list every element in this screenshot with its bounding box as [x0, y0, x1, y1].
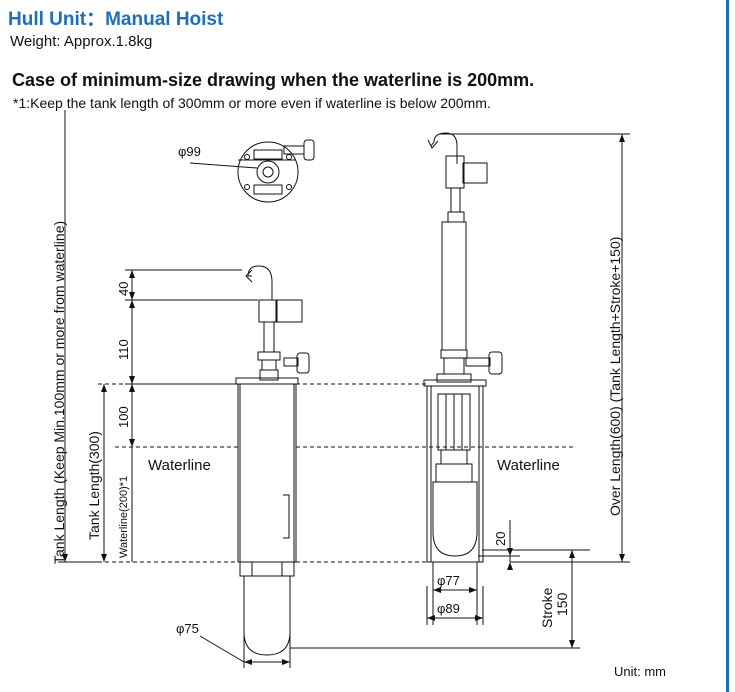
footnote-text: *1:Keep the tank length of 300mm or more… [13, 95, 491, 111]
weight-text: Weight: Approx.1.8kg [10, 33, 153, 50]
right-side-view [423, 132, 503, 563]
phi77-label: φ77 [437, 573, 460, 588]
tank-length-keep-label: Tank Length (Keep Min.100mm or more from… [51, 221, 67, 564]
left-side-view [235, 265, 310, 656]
waterline-label-left: Waterline [148, 457, 211, 474]
unit-label: Unit: mm [614, 664, 666, 679]
over-length-label: Over Length(600) (Tank Length+Stroke+150… [607, 237, 623, 516]
dim-20-label: 20 [493, 532, 508, 546]
phi75-label: φ75 [176, 621, 199, 636]
dimension-lines [58, 110, 630, 668]
top-view-flange [189, 139, 315, 203]
dim-100-label: 100 [116, 406, 131, 428]
waterline-200-label: Waterline(200)*1 [118, 476, 130, 558]
phi89-label: φ89 [437, 601, 460, 616]
dim-110-label: 110 [116, 339, 131, 360]
phi99-label: φ99 [178, 144, 201, 159]
dim-40-label: 40 [116, 282, 131, 296]
case-title: Case of minimum-size drawing when the wa… [12, 70, 535, 90]
tank-length-label: Tank Length(300) [86, 431, 102, 540]
dimension-arrows [62, 134, 625, 665]
page-title: Hull Unit：Manual Hoist [8, 9, 224, 30]
right-border [726, 0, 729, 692]
stroke-label: Stroke [539, 587, 555, 628]
stroke-value-label: 150 [554, 592, 570, 616]
waterline-label-right: Waterline [497, 457, 560, 474]
